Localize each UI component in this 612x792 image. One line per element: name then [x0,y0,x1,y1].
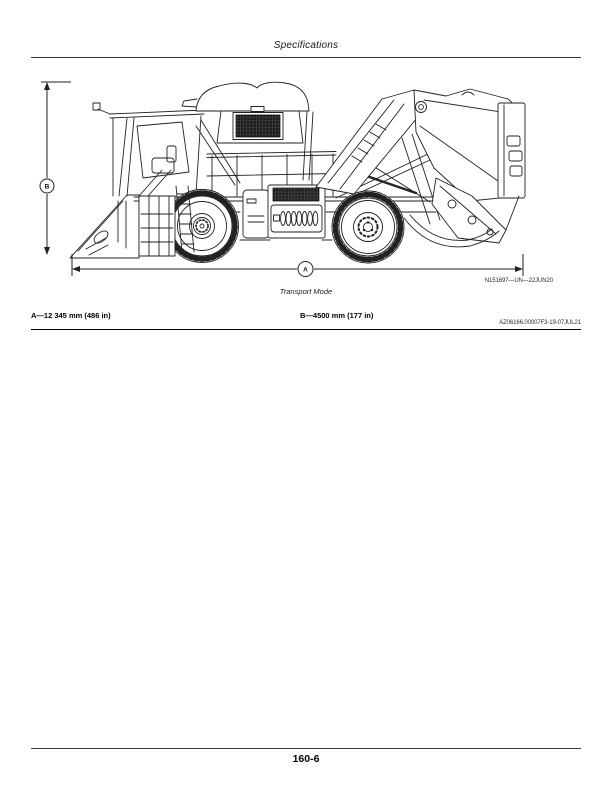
handrails [206,151,337,197]
elevator-bonnet [497,102,526,199]
harvester-transport-figure: B A [39,81,526,277]
figure-caption: Transport Mode [279,287,333,296]
dimension-a: A [71,254,524,277]
elevator-neck [315,89,423,195]
dim-b-letter: B [45,184,50,191]
footer-page-number: 160-6 [292,753,320,765]
spec-dimension-b: B—4500 mm (177 in) [300,311,374,320]
rear-wheel [331,190,405,264]
document-reference-code: AZ06166.00007F3-19-07JUL21 [499,320,581,326]
dim-a-letter: A [303,267,308,274]
dimension-b: B [39,81,71,255]
image-reference-number: N151697—UN—22JUN20 [484,278,553,284]
page-header-title: Specifications [273,40,339,51]
header-rule [31,57,581,58]
elevator-boot [431,177,520,244]
engine-grille [216,106,304,144]
cab-frame [92,102,205,197]
front-ladder [175,185,195,253]
spec-dimension-a: A—12 345 mm (486 in) [31,311,111,320]
footer-rule [31,748,581,749]
section-rule [31,329,581,331]
harvester-illustration [69,81,526,264]
front-crop-divider [69,194,140,259]
canopy [181,81,310,112]
center-vent-panel [267,184,326,239]
front-wheel [165,189,239,263]
basecutter-box [138,169,176,257]
rear-skid [403,214,500,248]
